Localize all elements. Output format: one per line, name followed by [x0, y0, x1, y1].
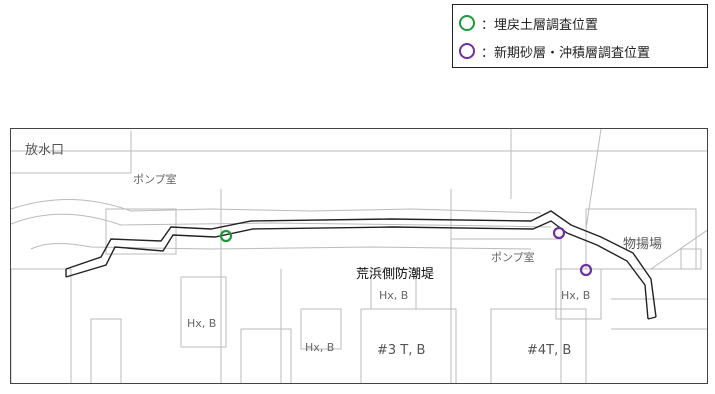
- green-circle-icon: [459, 15, 475, 31]
- purple-circle-icon: [459, 43, 475, 59]
- turbine-building-label: #4T, B: [527, 343, 572, 358]
- pump-room-label: ポンプ室: [133, 173, 177, 186]
- survey-point-sand-alluvium: [579, 263, 593, 277]
- survey-point-sand-alluvium: [552, 226, 566, 240]
- legend-item-fill-soil: ：埋戻土層調査位置: [459, 11, 598, 35]
- building-label: Hx, B: [187, 317, 217, 330]
- seawall-label: 荒浜側防潮堤: [356, 267, 435, 282]
- turbine-building-label: #3 T, B: [377, 343, 426, 358]
- building-label: Hx, B: [305, 341, 335, 354]
- building-label: Hx, B: [561, 289, 591, 302]
- legend-label: ：新期砂層・沖積層調査位置: [481, 45, 651, 61]
- building-label: Hx, B: [379, 289, 409, 302]
- survey-point-fill-soil: [219, 229, 233, 243]
- site-map-drawing: [11, 129, 707, 383]
- site-map: 放水口 ポンプ室 ポンプ室 物揚場 荒浜側防潮堤 Hx, B Hx, B Hx,…: [10, 128, 708, 384]
- legend-item-sand-alluvium: ：新期砂層・沖積層調査位置: [459, 39, 650, 63]
- unloading-area-label: 物揚場: [623, 237, 663, 252]
- map-legend: ：埋戻土層調査位置 ：新期砂層・沖積層調査位置: [452, 4, 708, 68]
- discharge-outlet-label: 放水口: [25, 143, 65, 158]
- legend-label: ：埋戻土層調査位置: [481, 17, 599, 33]
- pump-room-label: ポンプ室: [491, 251, 535, 264]
